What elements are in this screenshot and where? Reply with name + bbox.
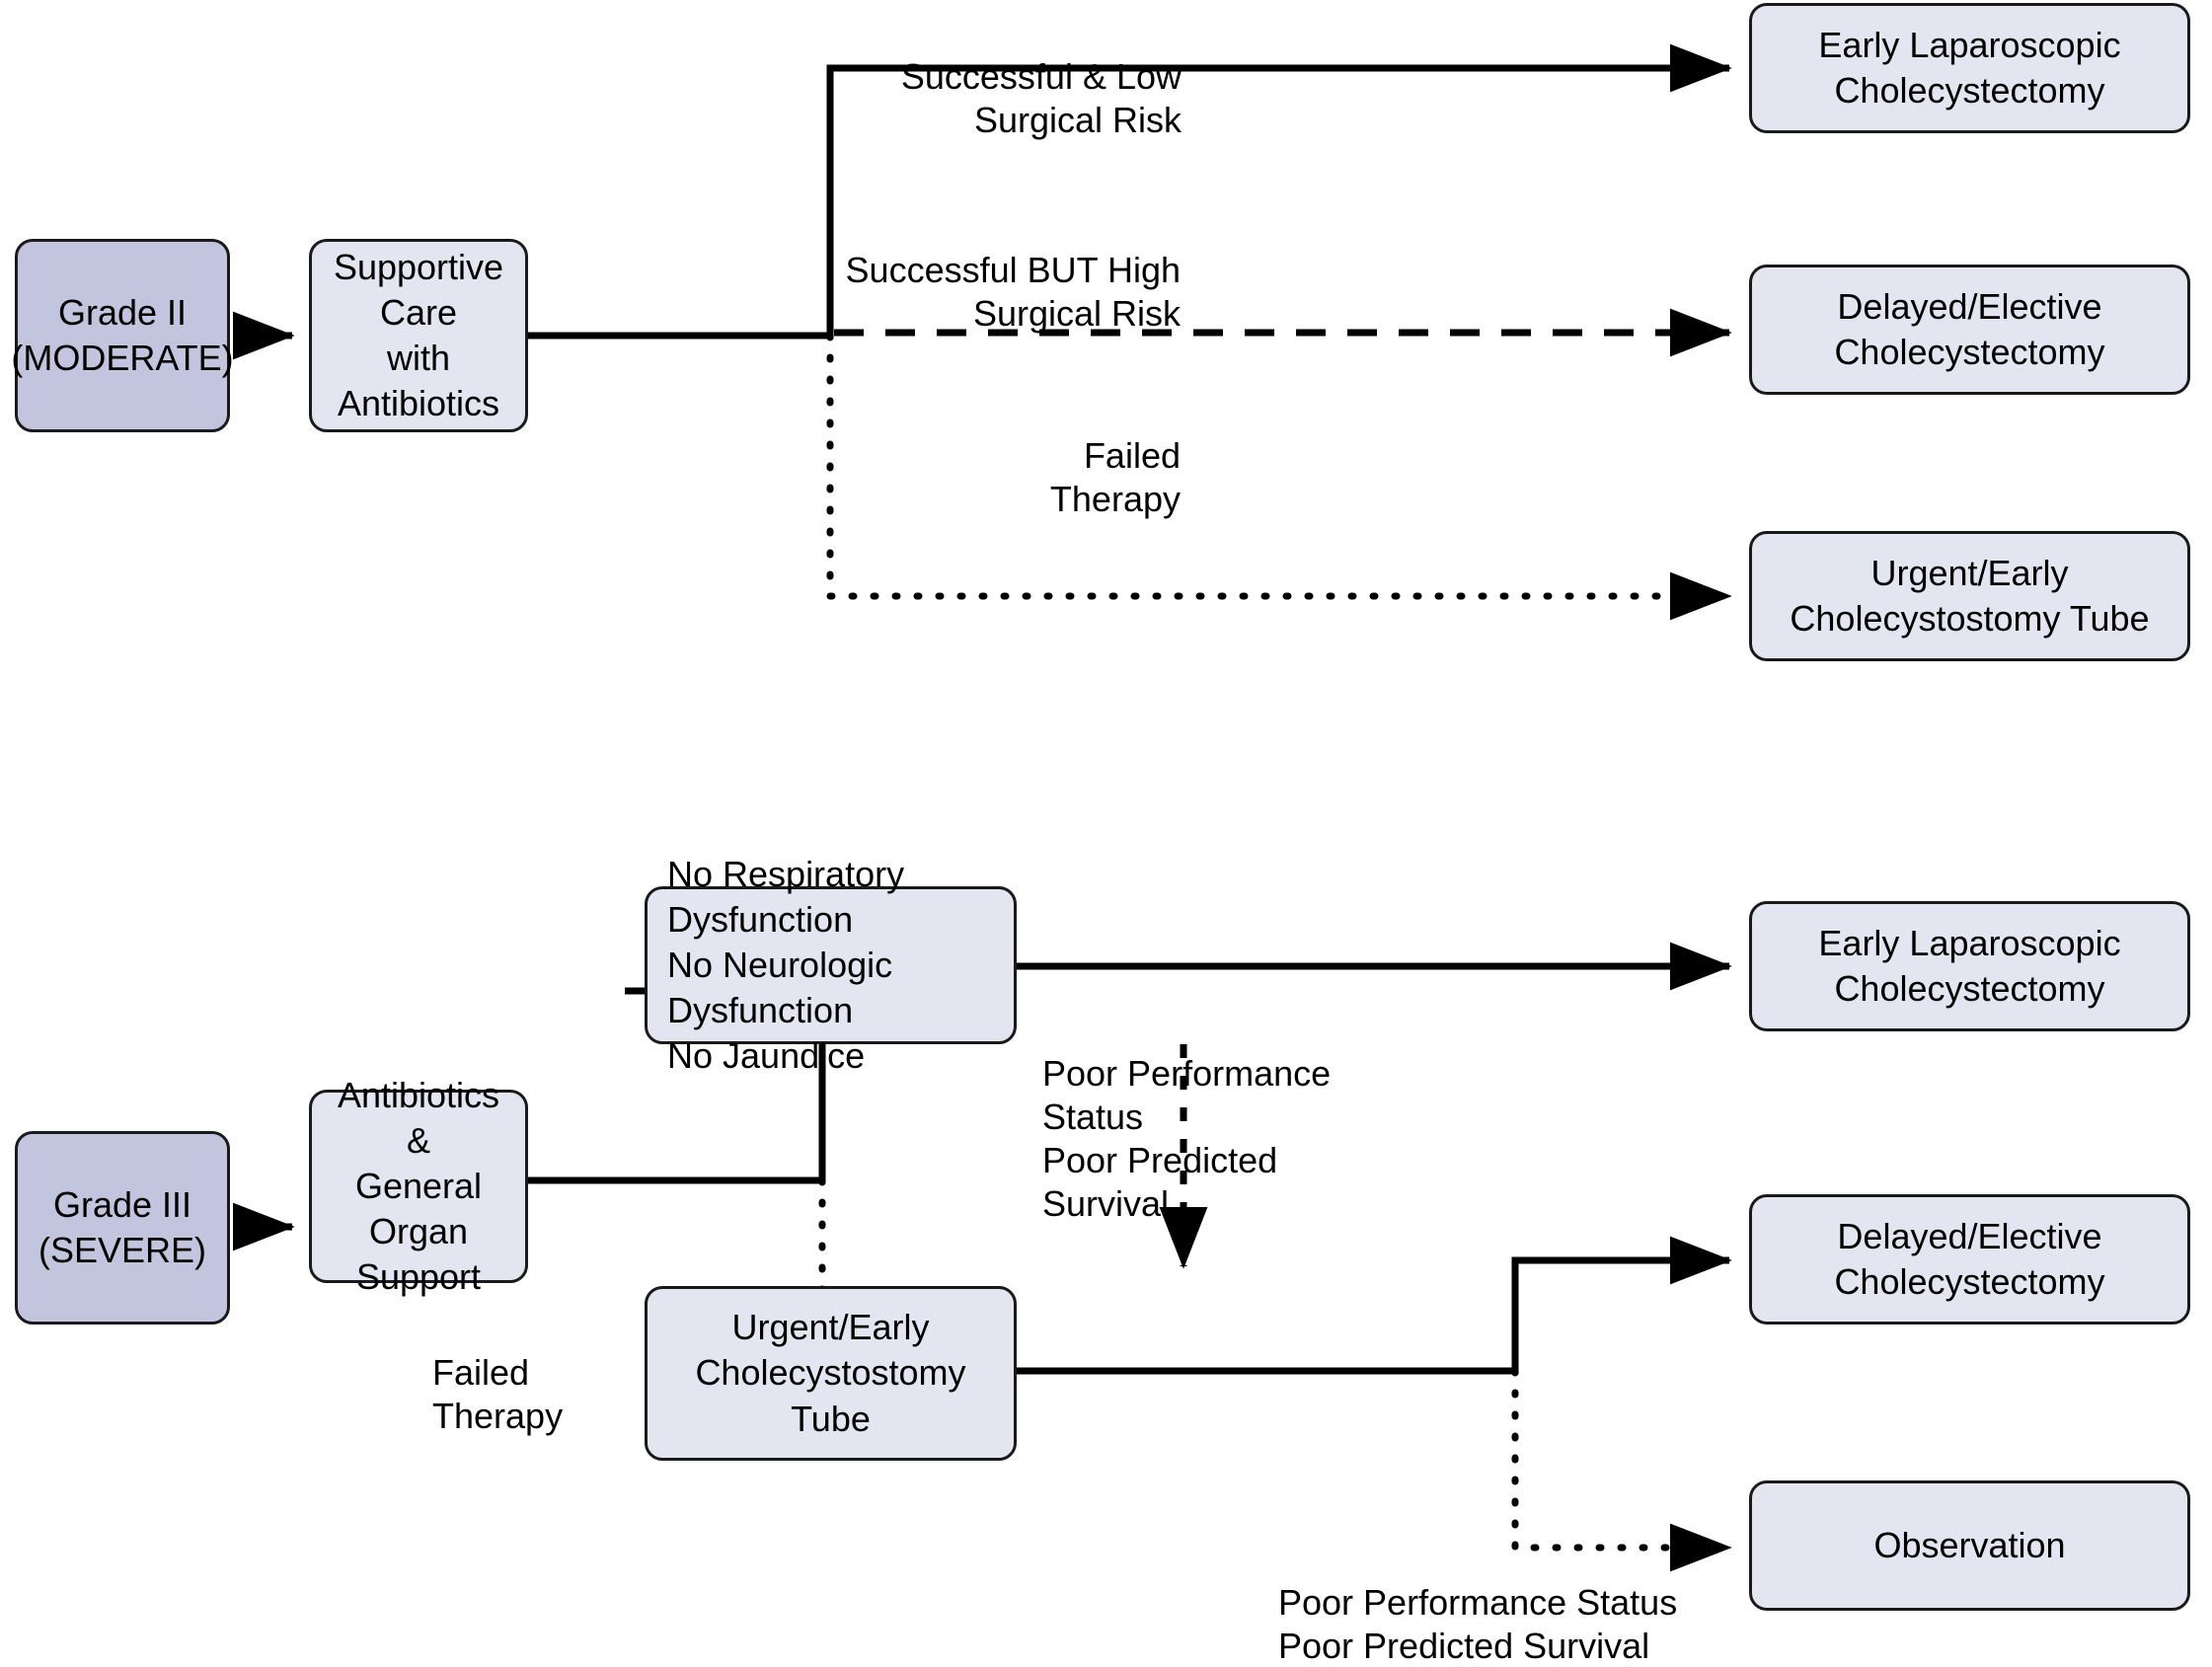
node-supportive-care[interactable]: Supportive Care with Antibiotics — [309, 239, 528, 432]
edge-label-grade3-failed-therapy: Failed Therapy — [432, 1352, 564, 1436]
edge-label-poor-status-upper: Poor Performance Status Poor Predicted S… — [1042, 1053, 1332, 1224]
node-no-dysfunction-criteria[interactable]: No Respiratory Dysfunction No Neurologic… — [645, 854, 1017, 1076]
edge-supportive-to-tube — [826, 332, 1733, 621]
node-grade3-early-laparoscopic-cholecystectomy[interactable]: Early Laparoscopic Cholecystectomy — [1749, 901, 2190, 1031]
node-grade2-delayed-elective-cholecystectomy[interactable]: Delayed/Elective Cholecystectomy — [1749, 265, 2190, 395]
edge-tube-to-delayed — [1511, 1236, 1732, 1374]
edge-label-poor-status-lower: Poor Performance Status Poor Predicted S… — [1278, 1582, 1678, 1666]
edge-label-successful-low-surgical-risk: Successful & Low Surgical Risk — [900, 56, 1182, 140]
node-grade-3[interactable]: Grade III (SEVERE) — [15, 1131, 230, 1325]
edge-label-grade2-failed-therapy: Failed Therapy — [1049, 435, 1181, 519]
node-grade3-delayed-elective-cholecystectomy[interactable]: Delayed/Elective Cholecystectomy — [1749, 1194, 2190, 1325]
node-grade2-cholecystostomy-tube[interactable]: Urgent/Early Cholecystostomy Tube — [1749, 531, 2190, 661]
edge-label-successful-high-surgical-risk: Successful BUT High Surgical Risk — [845, 250, 1181, 334]
node-antibiotics-general-organ-support[interactable]: Antibiotics & General Organ Support — [309, 1075, 528, 1297]
node-grade3-cholecystostomy-tube[interactable]: Urgent/Early Cholecystostomy Tube — [645, 1286, 1017, 1461]
node-grade-2[interactable]: Grade II (MODERATE) — [11, 239, 234, 432]
edge-tube-to-observation — [1511, 1367, 1733, 1572]
node-grade2-early-laparoscopic-cholecystectomy[interactable]: Early Laparoscopic Cholecystectomy — [1749, 3, 2190, 133]
node-observation[interactable]: Observation — [1749, 1480, 2190, 1611]
